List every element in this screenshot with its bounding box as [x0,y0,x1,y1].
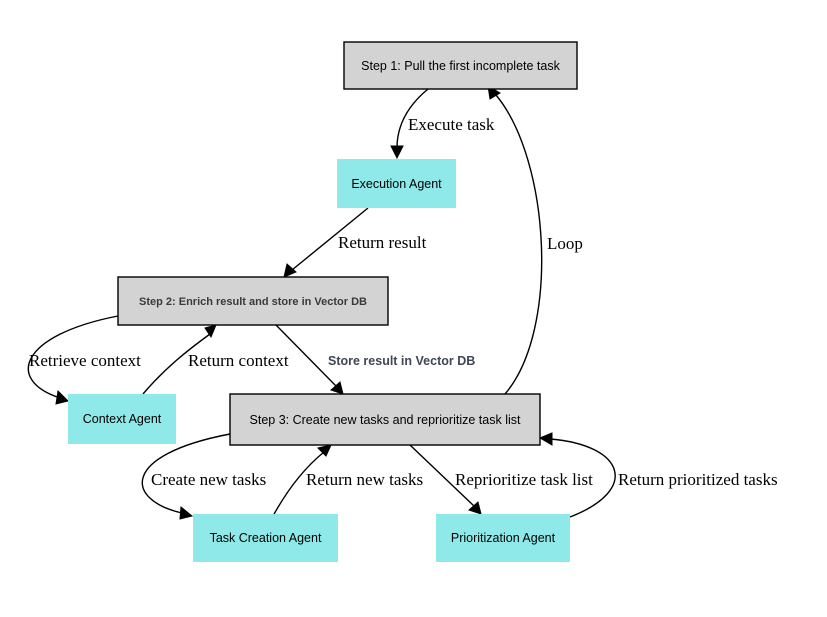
node-task-creation-agent-label: Task Creation Agent [210,531,322,545]
node-context-agent-box [68,394,176,444]
edge-label-create-new-tasks: Create new tasks [151,470,266,489]
edge-label-loop: Loop [547,234,583,253]
arrowhead [55,389,69,405]
arrowhead [317,444,332,457]
edge-label-store-result: Store result in Vector DB [328,354,475,368]
node-task-creation-agent-box [193,514,338,562]
edge-label-reprioritize-task-list: Reprioritize task list [455,470,593,489]
edge-execute-task [396,88,429,149]
arrowhead [283,263,297,278]
edge-loop [495,94,543,395]
node-step3-label: Step 3: Create new tasks and reprioritiz… [250,413,521,427]
node-prioritization-agent-label: Prioritization Agent [451,531,556,545]
node-step1-label: Step 1: Pull the first incomplete task [361,59,560,73]
arrowhead [179,506,194,520]
edge-return-prioritized-tasks [549,438,616,518]
node-execution-agent-label: Execution Agent [351,177,442,191]
node-step2-label: Step 2: Enrich result and store in Vecto… [139,296,367,308]
edge-label-return-new-tasks: Return new tasks [306,470,423,489]
node-execution-agent-box [337,159,456,208]
node-step1-box [343,41,578,90]
edge-retrieve-context [27,315,119,399]
edge-return-result [291,207,369,271]
arrowhead [330,381,344,395]
edge-label-return-prioritized-tasks: Return prioritized tasks [618,470,778,489]
edge-label-return-context: Return context [188,351,289,370]
edge-return-new-tasks [272,451,325,517]
node-prioritization-agent-box [436,514,570,562]
edge-label-return-result: Return result [338,233,427,252]
edge-label-execute-task: Execute task [408,115,495,134]
arrowhead [390,145,404,160]
node-step3-box [229,393,541,446]
edge-reprioritize-task-list [409,444,475,507]
edge-return-context [142,333,211,395]
edge-store-result [275,324,337,387]
node-context-agent-label: Context Agent [83,412,162,426]
edge-create-new-tasks [141,433,231,514]
arrowhead [204,324,217,339]
edge-label-retrieve-context: Retrieve context [29,351,141,370]
arrowhead [468,501,482,515]
node-step2-box [117,276,389,326]
arrowhead [538,432,553,446]
